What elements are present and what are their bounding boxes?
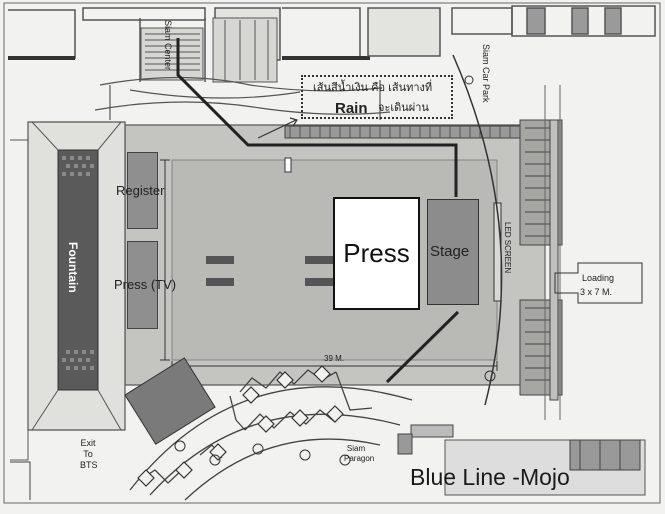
loading-size-label: 3 x 7 M. (580, 287, 613, 297)
exit-bts-label: Exit To BTS (80, 438, 98, 470)
small-marker (284, 157, 292, 173)
top-rail (284, 125, 541, 139)
escalators (140, 17, 278, 83)
register-label: Register (116, 183, 165, 198)
exit-bracket (10, 461, 31, 500)
paragon-columns (174, 440, 351, 466)
seating-blocks (206, 256, 333, 286)
fountain-label: Fountain (66, 242, 80, 293)
siam-car-park-label: Siam Car Park (480, 44, 491, 103)
led-screen-label: LED SCREEN (503, 222, 512, 274)
loading-label: Loading (582, 273, 615, 283)
press-tv-desk (127, 241, 158, 329)
press-label: Press (343, 238, 410, 268)
width-39m-label: 39 M. (324, 354, 345, 363)
curved-boundary (452, 54, 503, 406)
blue-line-mojo-label: Blue Line -Mojo (410, 464, 570, 490)
siam-center-label: Siam Center (162, 20, 173, 71)
loading-arrow (554, 262, 643, 304)
siam-paragon-label: Siam Paragon (344, 444, 375, 463)
paragon-diamonds (137, 365, 344, 487)
fountain-pattern (62, 156, 94, 370)
right-side-structure (397, 85, 646, 496)
stage-label: Stage (430, 243, 470, 260)
rain-label: Rain (335, 100, 368, 117)
column-marker (464, 75, 474, 85)
press-tv-label: Press (TV) (114, 277, 177, 292)
rain-thai-label: เส้นสีน้ำเงิน คือ เส้นทางที่ (313, 82, 433, 94)
bottom-kiosk (124, 357, 216, 445)
page-border (3, 2, 661, 504)
stage-area (427, 199, 479, 305)
rain-annotation-box (301, 75, 453, 119)
column-marker (484, 370, 496, 382)
register-desk (127, 152, 158, 229)
annotation-arrow (257, 119, 297, 139)
rain-suffix-label: จะเดินผ่าน (378, 102, 429, 114)
rain-route-line (176, 38, 458, 197)
top-buildings (8, 5, 656, 82)
upper-deck (94, 76, 391, 120)
route-diagonal (385, 310, 460, 384)
press-area: Press (333, 197, 420, 310)
